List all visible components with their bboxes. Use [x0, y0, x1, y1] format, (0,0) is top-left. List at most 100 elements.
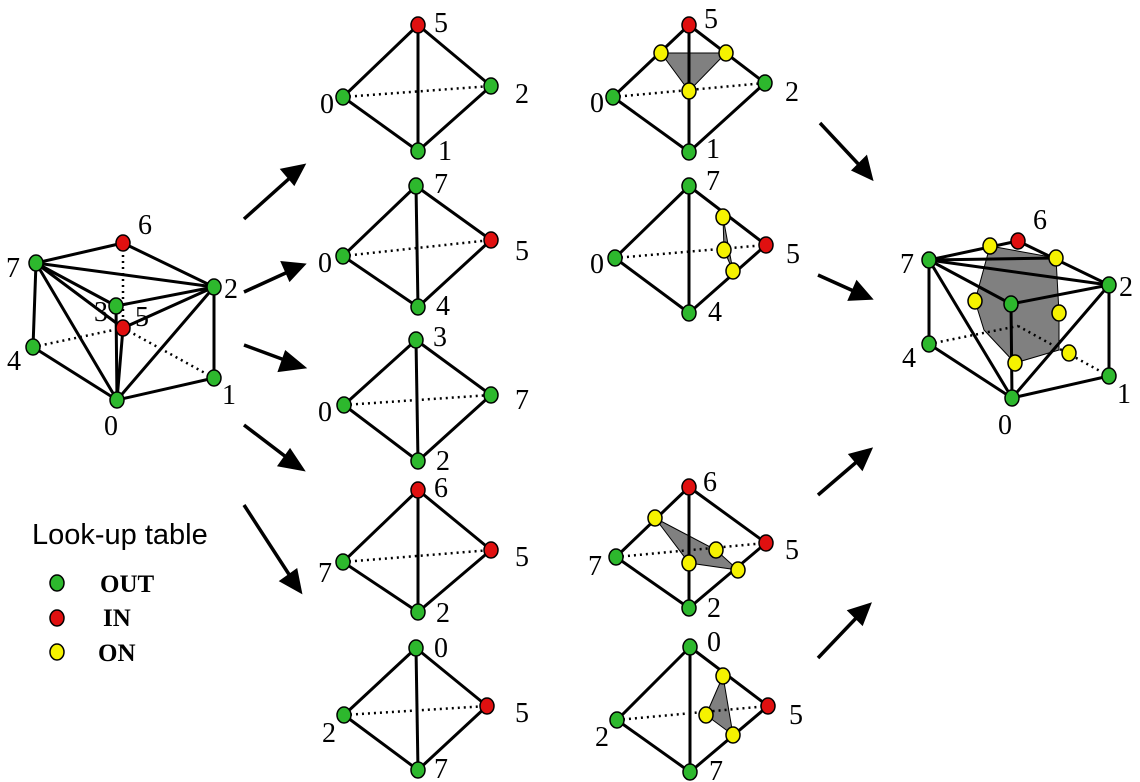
- vertex-label: 2: [436, 446, 450, 477]
- tetra-edge: [417, 488, 492, 552]
- vertex-out: [336, 396, 352, 414]
- vertex-label: 4: [436, 291, 450, 322]
- vertex-in: [479, 697, 495, 715]
- vertex-out: [408, 177, 424, 195]
- vertex-out: [108, 297, 124, 315]
- svg-text:0: 0: [998, 410, 1012, 441]
- legend-item-out: OUT: [49, 571, 155, 598]
- vertex-out: [408, 331, 424, 349]
- vertex-in: [483, 541, 499, 559]
- vertex-label: 7: [434, 754, 448, 782]
- vertex-label: 0: [320, 89, 334, 120]
- vertex-label: 1: [222, 380, 236, 411]
- tetra-results-column: 5 0 2 1 7 0 5: [588, 4, 803, 782]
- on-marker-icon: [49, 643, 65, 661]
- tetra-edge: [343, 403, 419, 463]
- tetra-edge: [343, 713, 419, 772]
- svg-text:5: 5: [786, 239, 800, 270]
- tetra-edge: [342, 646, 418, 717]
- svg-text:1: 1: [706, 134, 720, 165]
- vertex-in: [115, 234, 131, 252]
- out-marker-icon: [49, 574, 65, 592]
- tetra-edge: [341, 488, 420, 564]
- tetra-edge: [415, 338, 492, 397]
- tetra-edge: [341, 184, 418, 258]
- tetra-edge: [417, 84, 492, 153]
- vertex-out: [28, 254, 44, 272]
- vertex-label: 6: [138, 210, 152, 241]
- svg-text:2: 2: [595, 722, 609, 753]
- svg-text:2: 2: [785, 77, 799, 108]
- vertex-out: [483, 386, 499, 404]
- svg-text:5: 5: [789, 700, 803, 731]
- vertex-in: [483, 231, 499, 249]
- vertex-label: 2: [322, 718, 336, 749]
- tetra-edge: [414, 185, 420, 308]
- tetra-result: 0 2 5 7: [595, 627, 803, 782]
- tetra-hidden-edge: [342, 238, 492, 258]
- vertex-out: [410, 603, 426, 621]
- tetra-edge: [416, 704, 489, 772]
- vertex-out: [335, 88, 351, 106]
- tetrahedron: 3 0 7 2: [318, 322, 529, 477]
- vertex-label: 6: [434, 473, 448, 504]
- vertex-out: [206, 278, 222, 296]
- vertex-label: 5: [135, 302, 149, 333]
- tetra-edge: [342, 254, 419, 309]
- vertex-label: 2: [436, 598, 450, 629]
- vertex-label: 7: [515, 385, 529, 416]
- vertex-label: 2: [515, 79, 529, 110]
- svg-text:ON: ON: [98, 640, 136, 667]
- vertex-in: [115, 319, 131, 337]
- arrows-decompose: [242, 163, 308, 595]
- vertex-in: [410, 16, 426, 34]
- svg-text:6: 6: [703, 467, 717, 498]
- vertex-out: [335, 247, 351, 265]
- svg-text:7: 7: [706, 166, 720, 197]
- svg-text:4: 4: [708, 297, 722, 328]
- legend-item-on: ON: [49, 640, 136, 667]
- svg-text:5: 5: [785, 535, 799, 566]
- vertex-label: 0: [434, 633, 448, 664]
- vertex-label: 7: [6, 253, 20, 284]
- vertex-label: 0: [318, 397, 332, 428]
- svg-text:OUT: OUT: [100, 571, 155, 598]
- legend-item-in: IN: [49, 605, 131, 632]
- vertex-label: 3: [94, 297, 108, 328]
- svg-text:7: 7: [709, 756, 723, 782]
- vertex-label: 5: [515, 236, 529, 267]
- vertex-out: [408, 639, 424, 657]
- svg-text:7: 7: [588, 551, 602, 582]
- svg-text:2: 2: [707, 593, 721, 624]
- tetra-hidden-edge: [342, 84, 492, 99]
- tetra-edge: [342, 95, 419, 153]
- legend-title: Look-up table: [32, 519, 208, 551]
- arrows-merge: [816, 121, 874, 660]
- vertex-label: 0: [318, 248, 332, 279]
- svg-text:5: 5: [704, 4, 718, 35]
- vertex-label: 4: [7, 346, 21, 377]
- tetra-edge: [417, 23, 492, 88]
- tetra-edge: [342, 338, 418, 407]
- vertex-label: 3: [433, 322, 447, 353]
- tetra-edge: [415, 646, 488, 708]
- tetra-edge: [342, 560, 419, 614]
- vertex-label: 5: [515, 698, 529, 729]
- tetrahedron: 0 2 5 7: [322, 633, 529, 782]
- vertex-label: 5: [515, 542, 529, 573]
- tetra-edge: [414, 647, 420, 771]
- svg-text:IN: IN: [103, 605, 131, 632]
- vertex-label: 5: [434, 8, 448, 39]
- vertex-label: 0: [104, 411, 118, 442]
- vertex-label: 7: [318, 558, 332, 589]
- svg-text:2: 2: [1119, 272, 1133, 303]
- vertex-out: [336, 706, 352, 724]
- svg-text:0: 0: [707, 627, 721, 658]
- vertex-label: 1: [438, 136, 452, 167]
- tetra-edge: [417, 548, 492, 614]
- tetrahedron: 5 0 2 1: [320, 8, 529, 167]
- vertex-out: [483, 77, 499, 95]
